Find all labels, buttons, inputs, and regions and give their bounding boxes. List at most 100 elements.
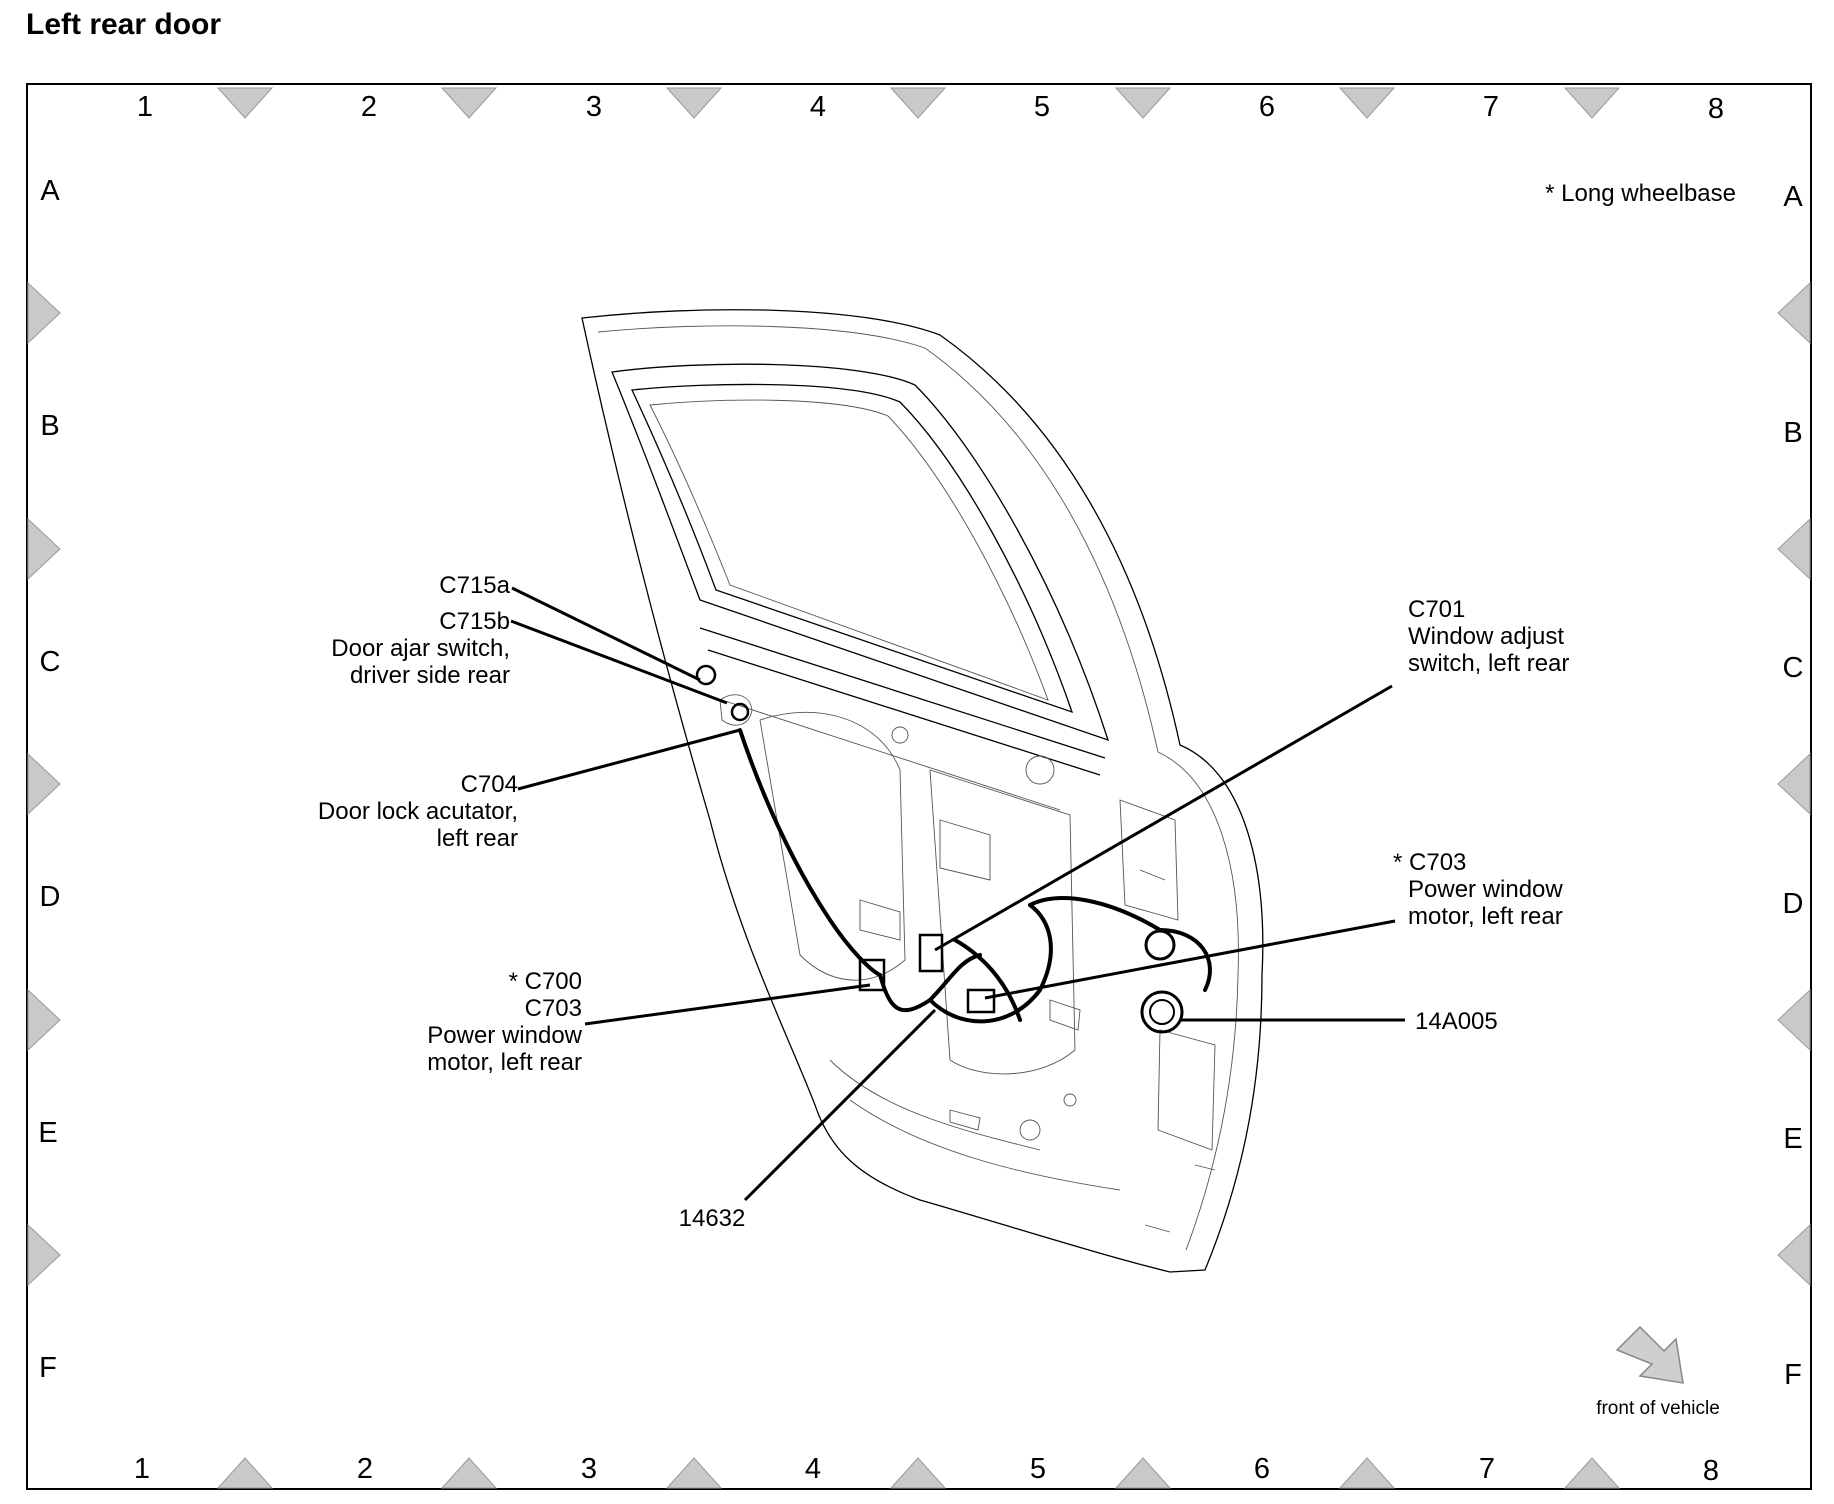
grid-left-triangles: [27, 281, 61, 1287]
grid-row-label: B: [1783, 417, 1802, 449]
grid-row-label: D: [1783, 888, 1804, 920]
grid-marker-icon: [27, 517, 61, 581]
grid-column-label: 2: [361, 91, 377, 123]
grid-marker-icon: [889, 1457, 947, 1489]
callout-label: Door ajar switch,: [331, 635, 510, 662]
callout-label: Window adjust: [1408, 623, 1564, 650]
grid-marker-icon: [665, 1457, 723, 1489]
front-of-vehicle-indicator: front of vehicle: [1596, 1325, 1720, 1419]
callout-14632: 14632: [679, 1205, 746, 1232]
callout-c703: * C703 Power window motor, left rear: [1393, 849, 1563, 930]
callout-c704: C704 Door lock acutator, left rear: [318, 771, 518, 852]
grid-column-label: 7: [1483, 91, 1499, 123]
grid-marker-icon: [1777, 517, 1811, 581]
grid-marker-icon: [1563, 1457, 1621, 1489]
grid-column-labels-bottom: 1 2 3 4 5 6 7 8: [134, 1453, 1719, 1487]
callout-label: Power window: [1408, 876, 1563, 903]
leader-c715a: [511, 586, 701, 682]
grid-row-labels-left: A B C D E F: [38, 175, 60, 1384]
grid-marker-icon: [1114, 1457, 1172, 1489]
leader-c703: [984, 919, 1396, 1000]
grid-marker-icon: [889, 87, 947, 119]
grid-marker-icon: [1777, 988, 1811, 1052]
grid-column-label: 3: [581, 1453, 597, 1485]
grid-marker-icon: [216, 87, 274, 119]
grid-marker-icon: [27, 752, 61, 816]
callout-label: motor, left rear: [427, 1049, 582, 1076]
grid-marker-icon: [1114, 87, 1172, 119]
grid-column-label: 5: [1030, 1453, 1046, 1485]
grid-column-label: 2: [357, 1453, 373, 1485]
callout-label: driver side rear: [350, 662, 510, 689]
grid-row-label: E: [1783, 1123, 1802, 1155]
grid-column-label: 6: [1254, 1453, 1270, 1485]
grid-row-label: F: [1784, 1359, 1802, 1391]
grid-marker-icon: [1777, 752, 1811, 816]
callout-label: Door lock acutator,: [318, 798, 518, 825]
door-drawing: [581, 309, 1264, 1273]
grid-marker-icon: [1338, 87, 1396, 119]
callout-label: Power window: [427, 1022, 582, 1049]
callout-label: C704: [461, 771, 518, 798]
grid-marker-icon: [440, 1457, 498, 1489]
grid-top-triangles: [216, 87, 1621, 119]
wiring-harness: [695, 664, 1212, 1034]
grid-row-labels-right: A B C D E F: [1783, 181, 1804, 1391]
grid-column-labels-top: 1 2 3 4 5 6 7 8: [137, 91, 1724, 125]
grid-column-label: 4: [810, 91, 826, 123]
leader-lines: [510, 586, 1405, 1202]
front-of-vehicle-label: front of vehicle: [1596, 1398, 1720, 1419]
arrow-down-right-icon: [1615, 1325, 1684, 1384]
diagram-frame: [26, 83, 1812, 1490]
grid-marker-icon: [1563, 87, 1621, 119]
long-wheelbase-note: * Long wheelbase: [1545, 180, 1736, 207]
leader-c700: [584, 983, 871, 1026]
grid-right-triangles: [1777, 281, 1811, 1287]
callout-label: switch, left rear: [1408, 650, 1569, 677]
callout-label: left rear: [437, 825, 518, 852]
callout-label: 14632: [679, 1205, 746, 1232]
grid-bottom-triangles: [216, 1457, 1621, 1489]
callout-label: motor, left rear: [1408, 903, 1563, 930]
leader-c701: [934, 684, 1393, 952]
callout-label: C715a: [439, 572, 510, 599]
callout-14a005: 14A005: [1415, 1008, 1498, 1035]
grid-row-label: E: [38, 1117, 57, 1149]
callout-label: * C700: [509, 968, 582, 995]
grid-marker-icon: [1777, 1223, 1811, 1287]
callout-label: C703: [525, 995, 582, 1022]
grid-column-label: 8: [1703, 1455, 1719, 1487]
grid-marker-icon: [27, 281, 61, 345]
callout-label: 14A005: [1415, 1008, 1498, 1035]
grid-column-label: 1: [134, 1453, 150, 1485]
grid-column-label: 3: [586, 91, 602, 123]
callout-label: C715b: [439, 608, 510, 635]
grid-column-label: 6: [1259, 91, 1275, 123]
callout-c715a: C715a: [439, 572, 510, 599]
grid-column-label: 1: [137, 91, 153, 123]
grid-marker-icon: [1777, 281, 1811, 345]
leader-c715b: [510, 619, 728, 705]
callout-c715b: C715b Door ajar switch, driver side rear: [331, 608, 510, 689]
leader-14632: [743, 1008, 937, 1202]
callout-label: C701: [1408, 596, 1465, 623]
grid-marker-icon: [27, 1223, 61, 1287]
grid-column-label: 8: [1708, 93, 1724, 125]
grid-row-label: A: [1783, 181, 1803, 213]
grid-row-label: B: [40, 410, 59, 442]
callout-c700: * C700 C703 Power window motor, left rea…: [427, 968, 582, 1076]
leader-c704: [517, 728, 741, 791]
grid-marker-icon: [440, 87, 498, 119]
grid-marker-icon: [665, 87, 723, 119]
grid-row-label: C: [40, 646, 61, 678]
callout-c701: C701 Window adjust switch, left rear: [1408, 596, 1569, 677]
grid-column-label: 7: [1479, 1453, 1495, 1485]
grid-column-label: 5: [1034, 91, 1050, 123]
page-title: Left rear door: [26, 8, 222, 41]
grid-row-label: A: [40, 175, 60, 207]
grid-marker-icon: [1338, 1457, 1396, 1489]
grid-marker-icon: [27, 988, 61, 1052]
grid-row-label: D: [40, 881, 61, 913]
callout-label: * C703: [1393, 849, 1466, 876]
